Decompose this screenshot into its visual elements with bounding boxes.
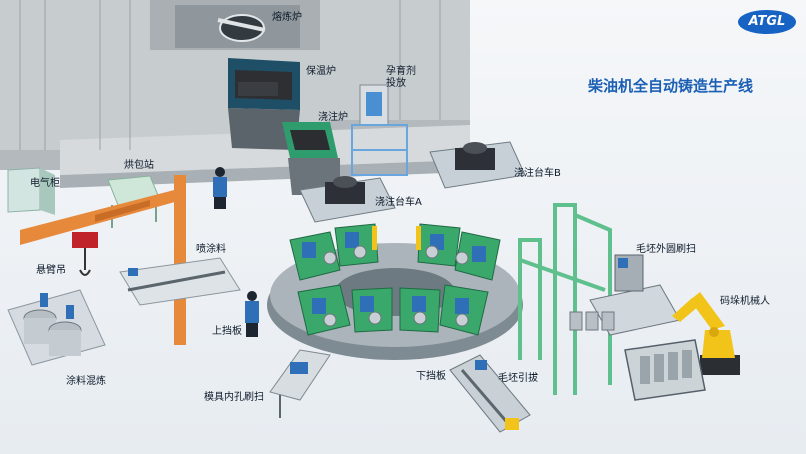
cantilever-crane [20, 175, 186, 345]
label-upper-baffle: 上挡板 [212, 326, 242, 337]
label-baking-station: 烘包站 [124, 160, 154, 171]
atgl-logo: ATGL [738, 10, 796, 34]
holding-furnace [228, 58, 300, 150]
label-coating-spray: 喷涂料 [196, 244, 226, 255]
electric-cabinet [7, 167, 55, 215]
coating-spray-unit [119, 257, 241, 306]
label-holding-furnace: 保温炉 [306, 66, 336, 77]
label-blank-outer-brush: 毛坯外圆刷扫 [636, 244, 696, 255]
label-palletizing-robot: 码垛机械人 [720, 296, 770, 307]
melting-furnace [175, 5, 300, 48]
pouring-cart-a-unit [299, 176, 396, 223]
label-inoculant-feeder-2: 投放 [386, 78, 406, 89]
label-mold-bore-brush: 模具内孔刷扫 [204, 392, 264, 403]
worker-1 [213, 167, 227, 209]
pouring-furnace [282, 122, 340, 195]
pouring-cart-b-unit [429, 141, 526, 189]
mold-bore-brush-unit [269, 349, 331, 418]
label-lower-baffle: 下挡板 [416, 371, 446, 382]
label-electric-cabinet: 电气柜 [30, 178, 60, 189]
blank-outer-brush-unit [569, 254, 681, 336]
label-pouring-cart-a: 浇注台车A [375, 197, 422, 208]
inoculant-feeder [351, 84, 408, 176]
page-title: 柴油机全自动铸造生产线 [588, 77, 754, 95]
coating-mixer [7, 289, 106, 366]
pallet-crate [624, 339, 706, 401]
label-blank-extractor: 毛坯引拔 [498, 373, 538, 384]
label-cantilever-crane: 悬臂吊 [36, 265, 66, 276]
palletizing-robot [672, 292, 740, 375]
label-inoculant-feeder-1: 孕育剂 [386, 66, 416, 77]
rotary-casting-table [267, 223, 523, 360]
label-pouring-furnace: 浇注炉 [318, 112, 348, 123]
worker-2 [245, 291, 259, 337]
label-coating-mixing: 涂料混炼 [66, 376, 106, 387]
blank-extractor-unit [449, 354, 531, 433]
label-melting-furnace: 熔炼炉 [272, 12, 302, 23]
label-pouring-cart-b: 浇注台车B [514, 168, 561, 179]
